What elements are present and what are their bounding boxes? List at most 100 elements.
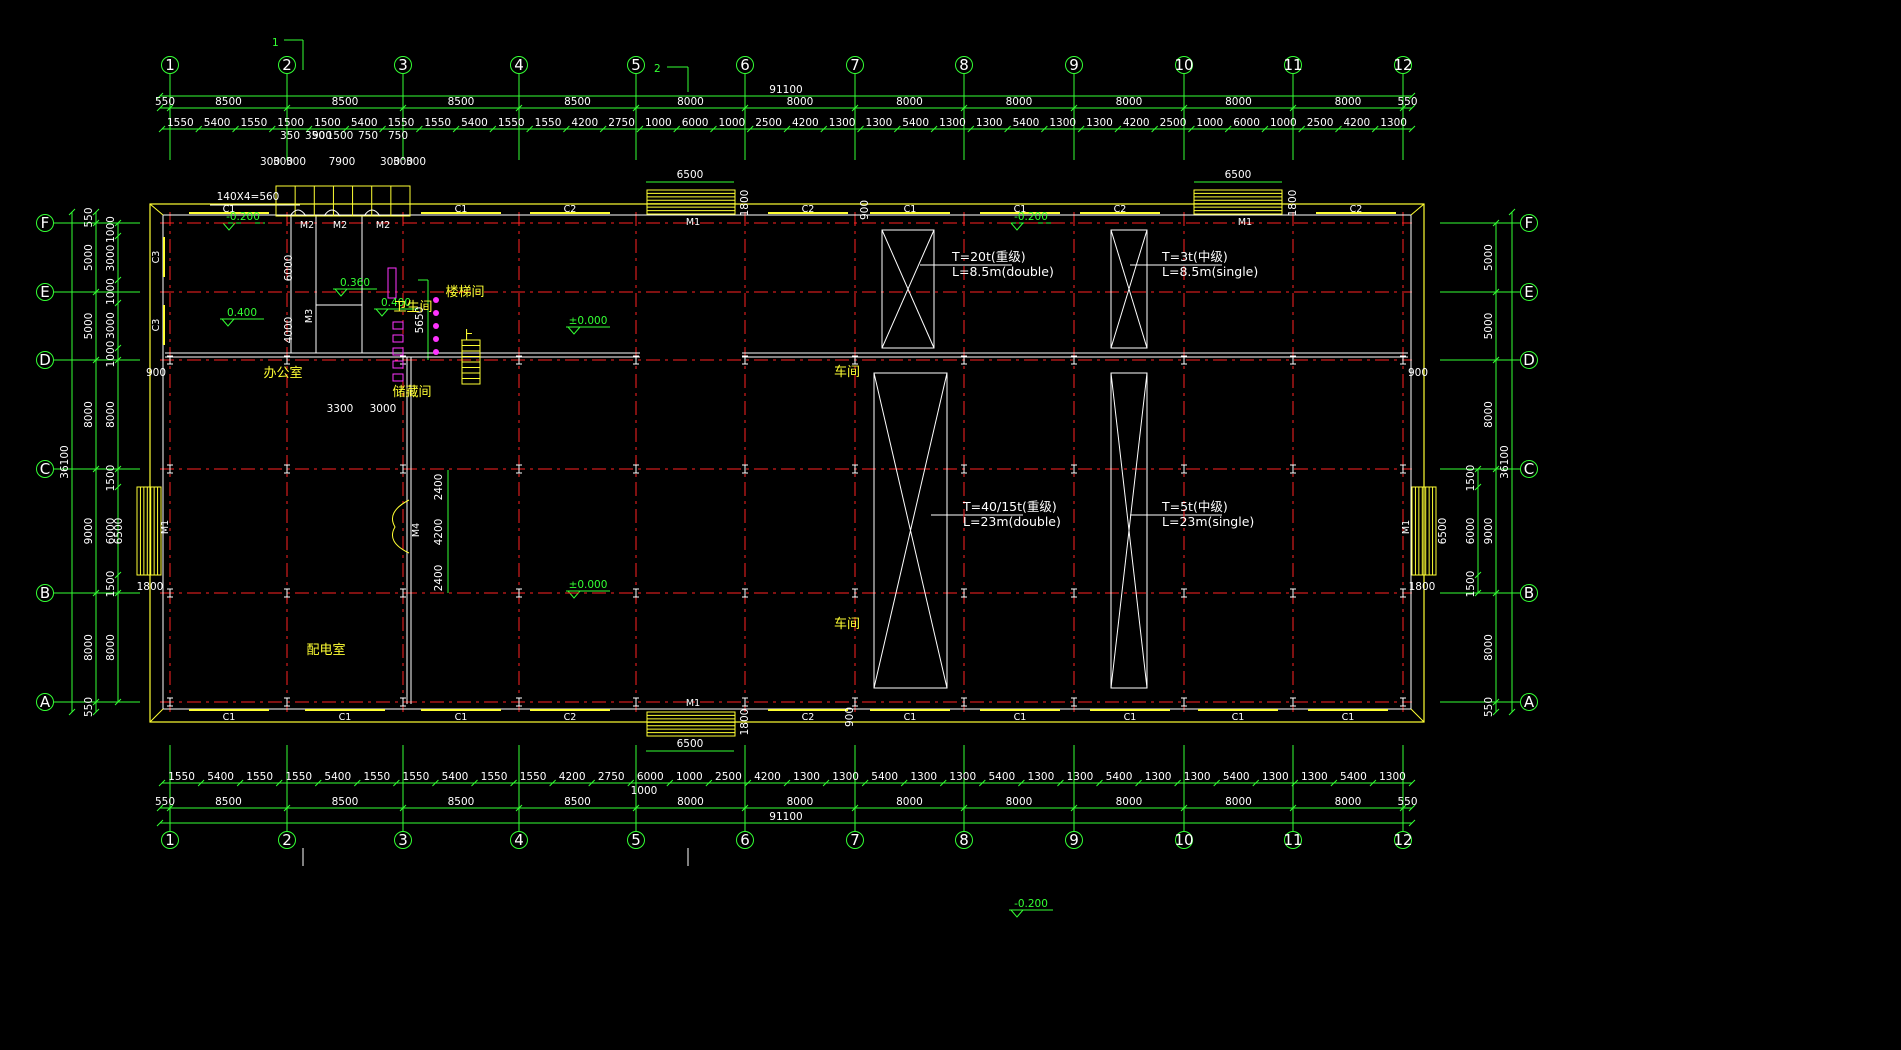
dim-tick [92, 208, 100, 216]
axis-label: 2 [282, 56, 292, 74]
dim-tick [1114, 125, 1122, 133]
axis-bubble-5: 5 [627, 831, 645, 849]
dim-text: 1300 [1380, 117, 1407, 129]
dim-text: 8000 [1006, 796, 1033, 808]
dim-text: 6000 [283, 255, 295, 282]
entrance-ramp-left [136, 486, 162, 576]
ramp-outline [275, 185, 411, 217]
dim-text: 1550 [535, 117, 562, 129]
dim-tick [1298, 125, 1306, 133]
dim-tick [1004, 125, 1011, 133]
dim-text: 8000 [1483, 401, 1495, 428]
dim-text: 2750 [598, 771, 625, 783]
dim-text: 8000 [896, 796, 923, 808]
dim-tick [1291, 779, 1299, 787]
dim-text: 1300 [1049, 117, 1076, 129]
axis-bubble-1: 1 [161, 831, 179, 849]
dim-text: 8500 [215, 96, 242, 108]
crane-cross [1110, 229, 1148, 349]
crane-box-2 [1110, 229, 1148, 349]
toilet-fixture [392, 321, 404, 330]
room-label-workshop-top: 车间 [834, 364, 860, 380]
level-triangle [1010, 909, 1024, 918]
axis-circle [36, 693, 54, 711]
dim-tick [114, 698, 122, 706]
dim-text: 5400 [351, 117, 378, 129]
door-tag: M1 [686, 698, 700, 709]
dim-text: 8500 [564, 796, 591, 808]
dim-tick [746, 125, 754, 133]
axis-bubble-A: A [36, 693, 54, 711]
urinal-fixture [387, 267, 397, 299]
dim-text: 6000 [105, 518, 117, 545]
dim-text: 5400 [1223, 771, 1250, 783]
dim-text-stair: 1500 [327, 130, 354, 142]
level-triangle [567, 326, 581, 335]
window-tag: C2 [802, 712, 815, 723]
dim-text: 6000 [1233, 117, 1260, 129]
axis-bubble-10: 10 [1174, 56, 1194, 74]
dim-tick [92, 219, 100, 227]
level-text: ±0.000 [569, 315, 608, 327]
axis-label: C [1524, 460, 1534, 478]
axis-label: 2 [282, 831, 292, 849]
dim-text: 550 [1483, 697, 1495, 717]
axis-circle [955, 56, 973, 74]
toilet-fixture [392, 373, 404, 382]
axis-label: 3 [398, 831, 408, 849]
dim-text: 8500 [215, 796, 242, 808]
axis-circle [955, 831, 973, 849]
axis-label: E [1524, 283, 1533, 301]
axis-bubble-C: C [36, 460, 54, 478]
dim-text: 8000 [105, 634, 117, 661]
axis-circle [394, 831, 412, 849]
axis-circle [1065, 831, 1083, 849]
dim-tick [861, 779, 869, 787]
window-tag: C1 [1342, 712, 1355, 723]
dim-text-stair: 350 [280, 130, 300, 142]
axis-circle [846, 831, 864, 849]
dim-tick [1474, 589, 1482, 597]
axis-label: 11 [1283, 56, 1302, 74]
dim-tick [114, 299, 122, 307]
window-tag: C1 [455, 204, 468, 215]
dim-text: 1550 [498, 117, 525, 129]
dim-text: 1500 [277, 117, 304, 129]
dim-tick [1408, 125, 1416, 133]
axis-bubble-F: F [1520, 214, 1538, 232]
dim-text: 5400 [204, 117, 231, 129]
axis-bubble-D: D [36, 351, 54, 369]
window-tag: C3 [151, 251, 162, 264]
entrance-ramp-top-2 [1193, 189, 1283, 215]
door-swing [289, 209, 307, 217]
axis-bubble-A: A [1520, 693, 1538, 711]
room-label-stair: 楼梯间 [445, 285, 484, 300]
ramp-outline [646, 711, 736, 737]
dim-tick [114, 356, 122, 364]
axis-bubble-1: 1 [161, 56, 179, 74]
dim-text: 900 [859, 200, 871, 220]
dim-text: 1550 [167, 117, 194, 129]
dim-text: 8500 [448, 96, 475, 108]
dim-tick [632, 104, 640, 112]
axis-circle [394, 56, 412, 74]
axis-label: 1 [165, 56, 175, 74]
dim-text: 1300 [976, 117, 1003, 129]
dim-text: 3000 [105, 312, 117, 339]
axis-bubble-B: B [1520, 584, 1538, 602]
crane-cross [881, 229, 935, 349]
dim-tick [68, 708, 76, 716]
dim-text: 1300 [832, 771, 859, 783]
dim-tick [967, 125, 975, 133]
dim-text: 4200 [754, 771, 781, 783]
axis-circle [36, 214, 54, 232]
dim-text: 1550 [285, 771, 312, 783]
dim-text: 1550 [241, 117, 268, 129]
dim-text: 6000 [637, 771, 664, 783]
dim-text: 4200 [1123, 117, 1150, 129]
dim-text: 5400 [902, 117, 929, 129]
axis-label: 7 [850, 831, 860, 849]
axis-bubble-E: E [36, 283, 54, 301]
dim-text: 3000 [105, 245, 117, 272]
